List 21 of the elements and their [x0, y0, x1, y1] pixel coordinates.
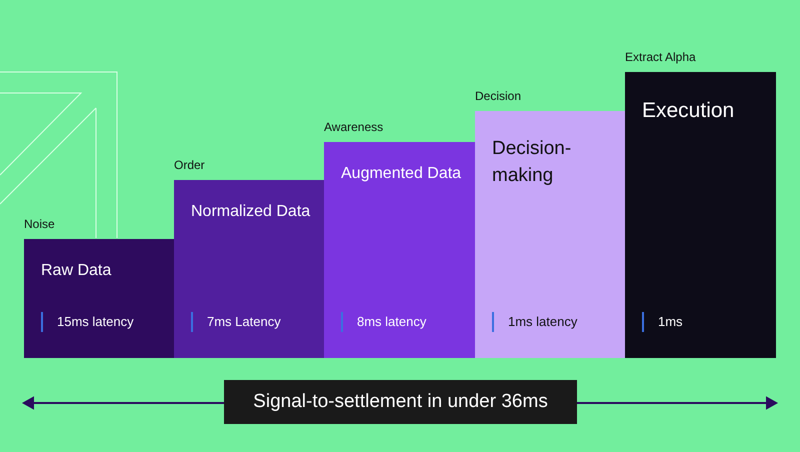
latency-text: 15ms latency [41, 312, 134, 332]
summary-label: Signal-to-settlement in under 36ms [224, 380, 577, 424]
step-heading: Noise [24, 217, 55, 231]
step-heading: Extract Alpha [625, 50, 696, 64]
step-heading: Awareness [324, 120, 384, 134]
step-title: Execution [642, 98, 736, 124]
latency-text: 7ms Latency [191, 312, 281, 332]
latency-text: 8ms latency [341, 312, 426, 332]
step-heading: Decision [475, 89, 522, 103]
stage-bar [475, 111, 625, 358]
step-title: Raw Data [41, 261, 112, 281]
stage-bar [324, 142, 475, 358]
latency-text: 1ms latency [492, 312, 578, 332]
stage-bar [174, 180, 324, 358]
step-title: Normalized Data [191, 202, 311, 222]
stage-bar [625, 72, 776, 358]
latency-text: 1ms [642, 312, 683, 332]
stage-bar [24, 239, 174, 358]
step-title: Augmented Data [341, 164, 462, 184]
step-heading: Order [174, 158, 205, 172]
step-title: Decision-making [492, 137, 572, 188]
